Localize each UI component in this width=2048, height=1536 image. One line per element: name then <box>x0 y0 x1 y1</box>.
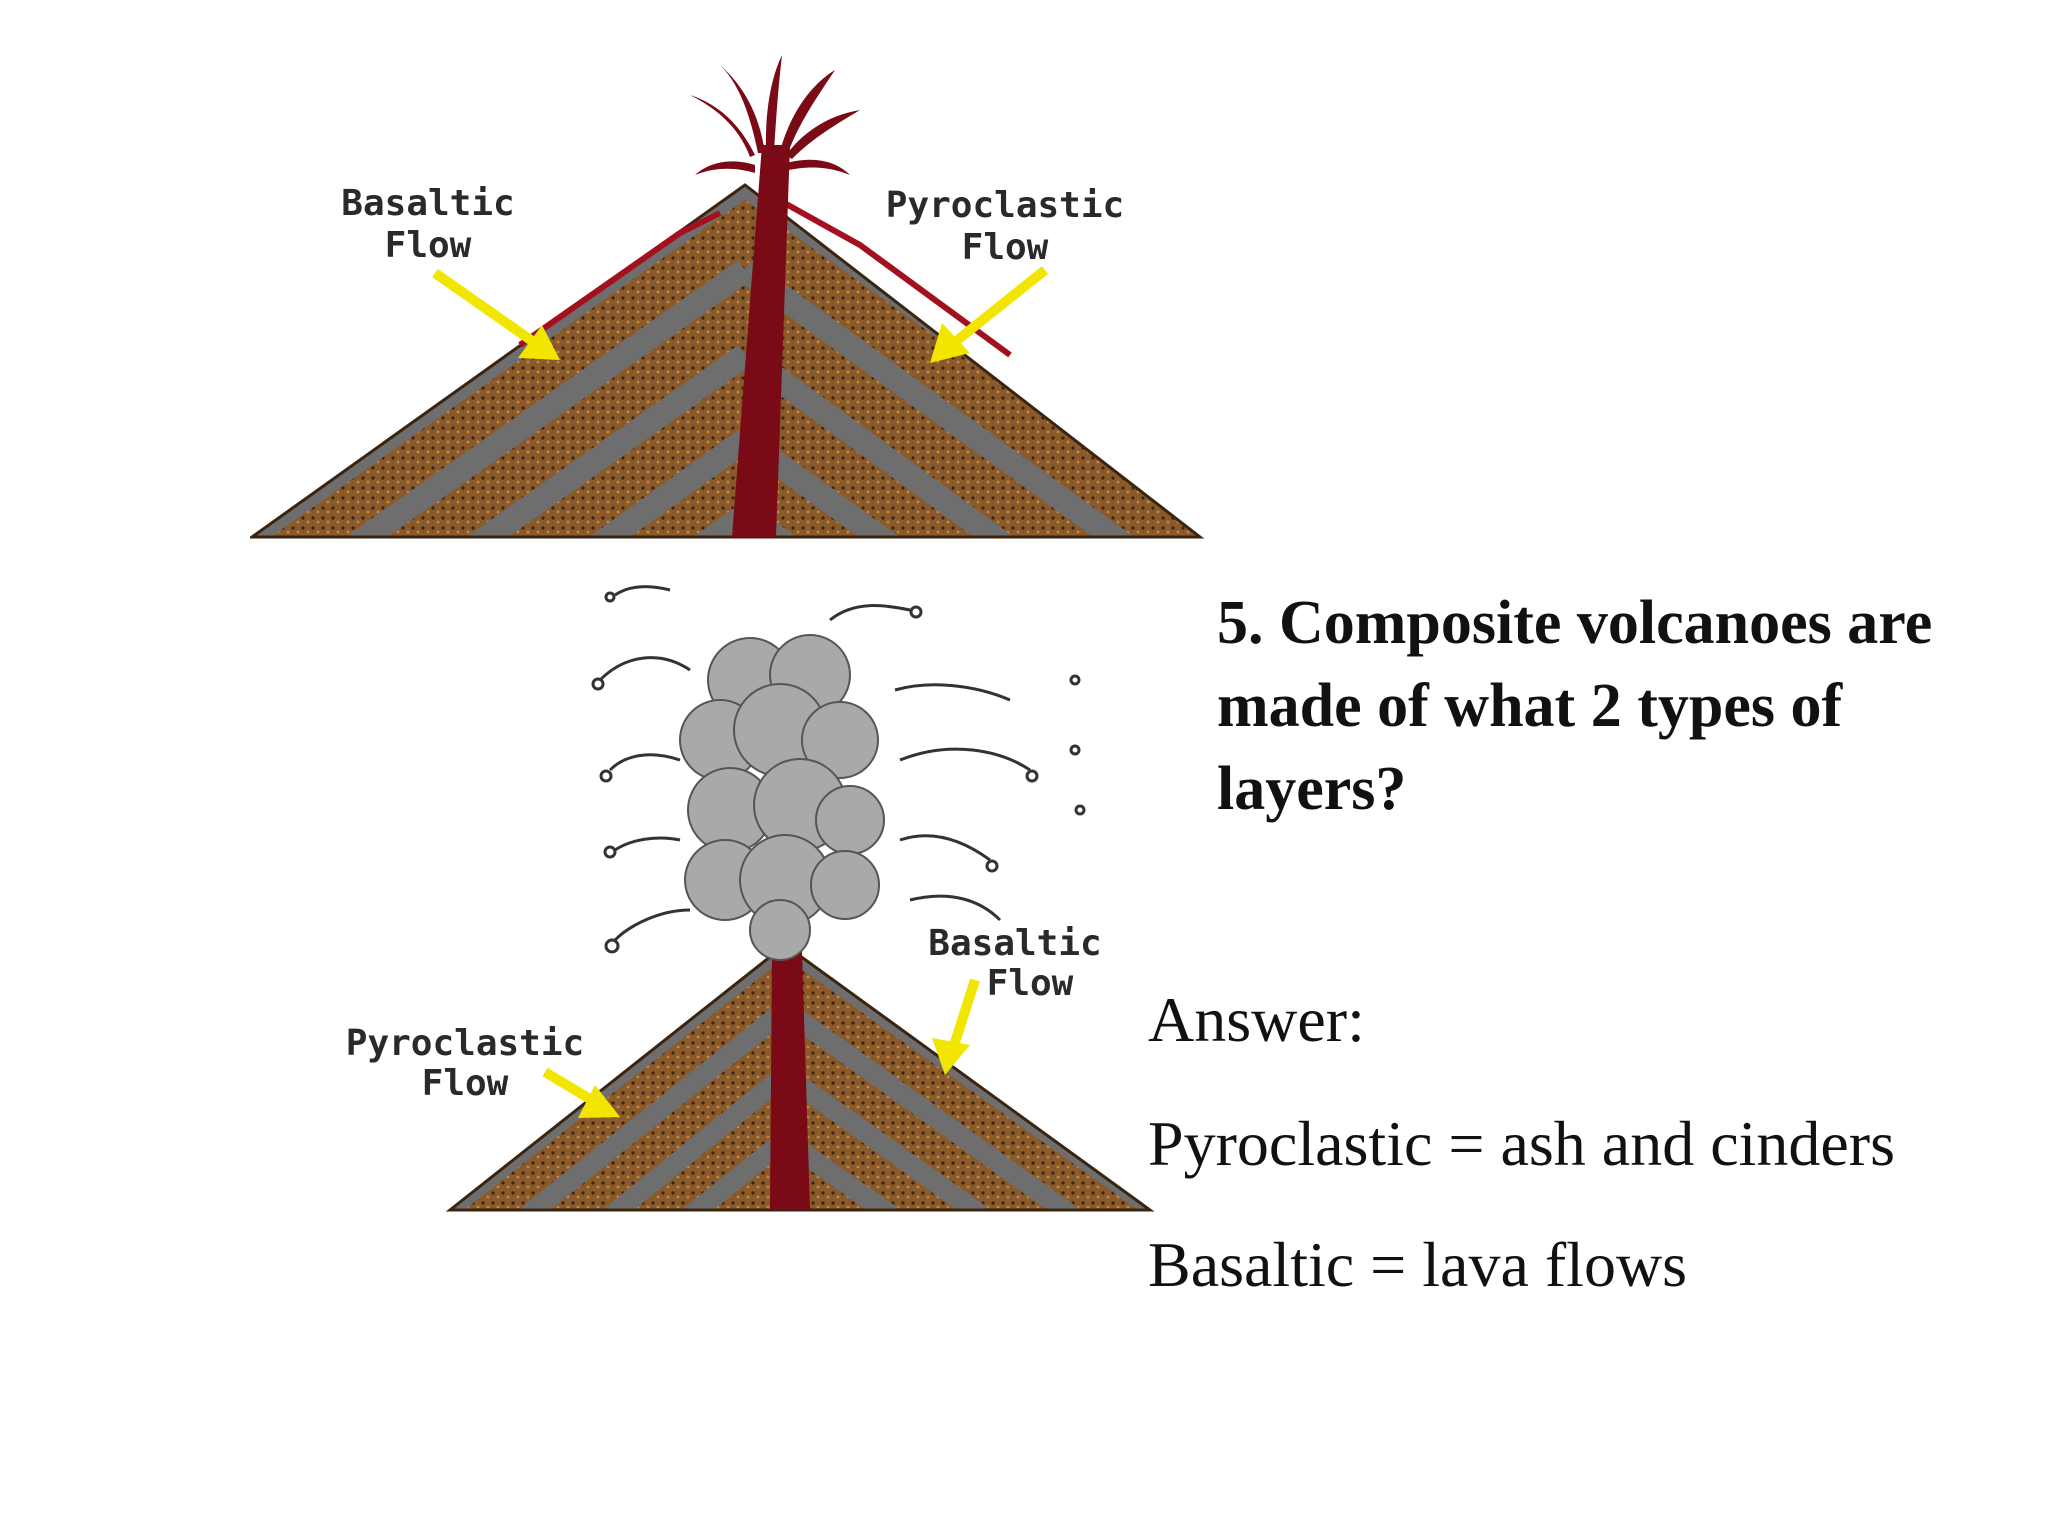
top-label-right-line2: Flow <box>962 227 1049 268</box>
ash-cloud <box>679 634 885 961</box>
top-label-right-line1: Pyroclastic <box>886 185 1124 226</box>
bottom-magma-conduit <box>770 952 810 1210</box>
bottom-label-left-line1: Pyroclastic <box>346 1023 584 1064</box>
answer-heading: Answer: <box>1148 984 1365 1055</box>
top-left-arrow <box>432 268 560 360</box>
top-cone-outline <box>250 183 1205 539</box>
question-text: 5. Composite volcanoes are made of what … <box>1217 589 1933 823</box>
bottom-volcano-diagram: Pyroclastic Flow Basaltic Flow <box>346 585 1155 1212</box>
bottom-left-arrow <box>542 1067 620 1118</box>
top-label-left-line2: Flow <box>385 225 472 266</box>
top-label-left-line1: Basaltic <box>341 183 514 224</box>
bottom-right-arrow <box>932 978 980 1075</box>
top-right-arrow <box>930 266 1049 363</box>
bottom-label-right-line1: Basaltic <box>928 923 1101 964</box>
bottom-label-left-line2: Flow <box>422 1063 509 1104</box>
answer-basaltic: Basaltic = lava flows <box>1148 1229 1688 1300</box>
top-surface-lava <box>518 192 1012 358</box>
answer-pyroclastic: Pyroclastic = ash and cinders <box>1148 1108 1895 1179</box>
top-volcano-diagram: Basaltic Flow Pyroclastic Flow <box>250 55 1205 539</box>
ejected-fragments <box>591 585 1086 954</box>
top-magma-plume <box>690 55 860 175</box>
bottom-label-right-line2: Flow <box>987 963 1074 1004</box>
top-magma-conduit <box>732 145 790 537</box>
